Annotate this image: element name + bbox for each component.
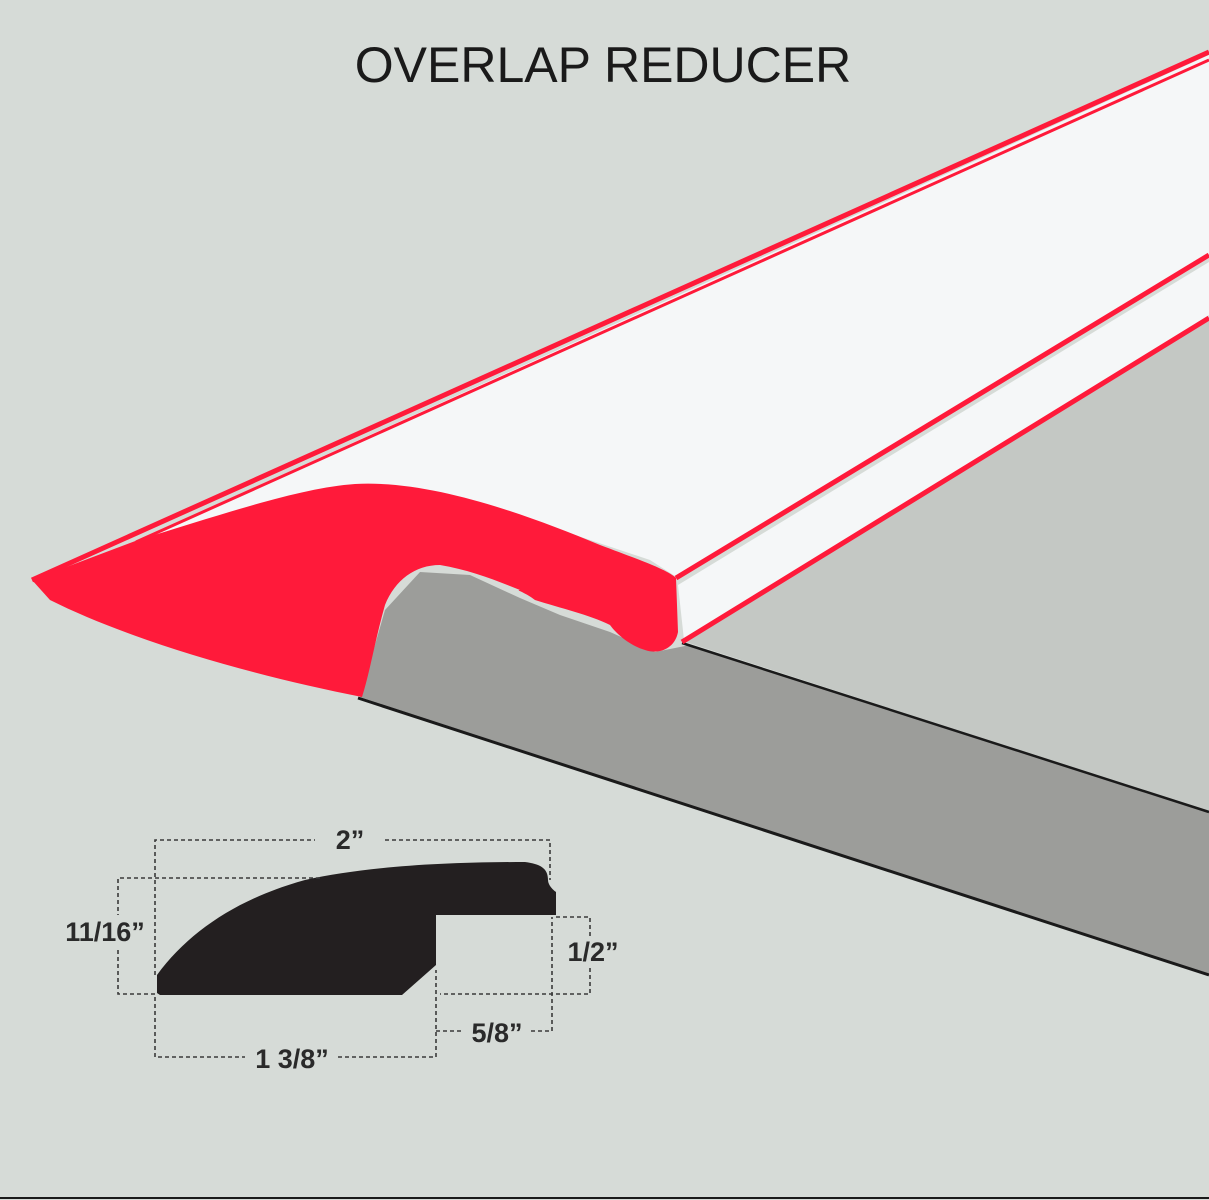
molding-top-face [138, 55, 1209, 578]
molding-side-face [678, 262, 1209, 640]
dimension-overlap-width: 5/8” [471, 1018, 522, 1048]
dimension-total-width: 2” [336, 825, 365, 855]
dimension-guides [117, 839, 591, 1058]
wall-surface [680, 320, 1209, 812]
floor-surface [360, 572, 1209, 975]
molding-top-edge [30, 49, 1209, 583]
molding-bottom-edge [680, 315, 1209, 645]
floor-edge-line [357, 696, 1209, 977]
title: OVERLAP REDUCER [355, 37, 851, 93]
dimension-base-width: 1 3/8” [255, 1044, 329, 1074]
wall-floor-edge-line [681, 641, 1209, 814]
cross-section-profile [157, 862, 556, 995]
molding-end-profile [32, 483, 678, 697]
molding-shoulder-edge [674, 252, 1209, 581]
dimension-total-height: 11/16” [65, 917, 145, 947]
dimension-lip-height: 1/2” [567, 937, 618, 967]
molding-inner-edge [135, 58, 1209, 544]
